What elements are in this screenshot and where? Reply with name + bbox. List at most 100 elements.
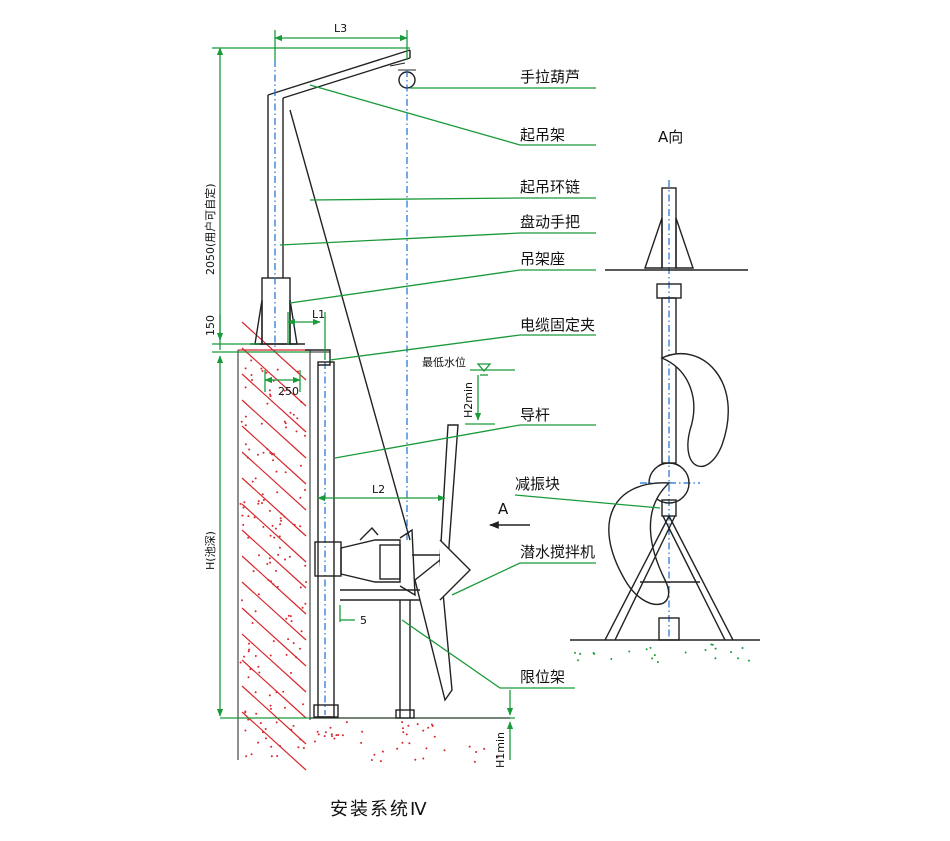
ground-dot — [651, 657, 654, 660]
ground-dot — [268, 694, 271, 697]
label-view-a: A向 — [658, 128, 683, 146]
ground-dot — [330, 733, 333, 736]
ground-dot — [276, 491, 279, 494]
ground-dot — [243, 655, 246, 658]
ground-dot — [269, 452, 272, 454]
ground-dot — [284, 422, 287, 425]
label-guide-rod: 导杆 — [520, 406, 550, 424]
ground-dot — [314, 740, 316, 743]
ground-dot — [300, 400, 303, 403]
ground-dot — [250, 753, 253, 756]
ground-dot — [401, 727, 404, 730]
dim-150: 150 — [204, 315, 217, 336]
ground-dot — [496, 756, 499, 758]
ground-dot — [282, 690, 285, 693]
hatch-line — [241, 581, 307, 641]
ground-dot — [304, 602, 307, 605]
ground-dot — [276, 368, 279, 371]
ground-dot — [345, 721, 348, 724]
dim-min-water-level: 最低水位 — [422, 355, 466, 369]
ground-dot — [279, 523, 282, 526]
ground-dot — [299, 647, 301, 650]
ground-dot — [267, 579, 270, 582]
ground-dot — [285, 653, 288, 656]
ground-dot — [427, 726, 430, 729]
ground-dot — [299, 586, 302, 589]
ground-dot — [244, 443, 247, 446]
ground-dot — [261, 502, 263, 504]
ground-dot — [295, 430, 298, 433]
dimension-lines — [212, 30, 530, 760]
hatch-line — [241, 503, 307, 563]
ground-dot — [473, 760, 476, 763]
ground-dot — [304, 564, 307, 567]
ground-dot — [247, 676, 250, 679]
ground-dot — [242, 523, 245, 526]
ground-dot — [414, 758, 417, 761]
ground-dot — [268, 509, 271, 512]
ground-dot — [714, 657, 717, 660]
label-limit-frame: 限位架 — [520, 668, 565, 686]
ground-dot — [250, 374, 253, 376]
ground-dot — [258, 671, 261, 674]
ground-dot — [649, 646, 652, 649]
lifting-frame — [250, 49, 416, 541]
ground-dot — [268, 557, 271, 560]
ground-dot — [331, 735, 333, 738]
hatch-line — [241, 607, 307, 667]
hatch-line — [241, 321, 307, 381]
ground-dot — [443, 749, 446, 752]
ground-dot — [280, 512, 283, 515]
ground-dot — [272, 453, 275, 455]
ground-dot — [283, 420, 286, 423]
ground-dot — [305, 581, 308, 583]
dim-h1min: H1min — [494, 732, 507, 768]
ground-dot — [684, 651, 687, 654]
ground-dot — [245, 755, 248, 758]
ground-dot — [254, 655, 257, 657]
ground-dot — [290, 672, 292, 674]
ground-dot — [257, 502, 260, 505]
ground-dot — [246, 456, 249, 459]
ground-dot — [283, 706, 286, 709]
hatch-line — [241, 633, 307, 693]
ground-dot — [257, 741, 260, 744]
ground-dot — [574, 651, 576, 654]
ground-dot — [285, 426, 287, 429]
ground-dot — [656, 661, 659, 663]
ground-dot — [401, 721, 404, 724]
ground-dot — [272, 583, 275, 586]
ground-dot — [317, 733, 320, 736]
ground-dot — [714, 647, 717, 650]
label-frame-base: 吊架座 — [520, 250, 565, 268]
ground-dot — [301, 606, 304, 609]
dim-2050: 2050(用户可自定) — [203, 183, 217, 275]
ground-dot — [401, 741, 404, 744]
ground-dot — [299, 464, 302, 467]
ground-dot — [300, 630, 303, 633]
ground-dot — [295, 656, 298, 659]
ground-dot — [247, 650, 250, 653]
ground-dot — [251, 379, 253, 381]
dim-pool-depth: H(池深) — [204, 531, 217, 570]
dim-l2: L2 — [372, 483, 385, 496]
ground-dot — [405, 733, 408, 736]
ground-dot — [337, 734, 340, 736]
ground-dot — [258, 554, 260, 557]
ground-dot — [373, 753, 376, 756]
ground-dot — [269, 704, 272, 707]
ground-dot — [292, 724, 295, 727]
ground-dot — [333, 737, 336, 740]
ground-dot — [276, 585, 279, 588]
ground-dot — [270, 580, 272, 583]
ground-dot — [422, 729, 425, 732]
ground-dot — [422, 757, 425, 760]
ground-dot — [249, 668, 252, 671]
ground-dot — [370, 759, 373, 761]
ground-dot — [260, 422, 263, 425]
ground-dot — [577, 659, 579, 662]
ground-dot — [293, 523, 296, 526]
ground-dot — [283, 389, 286, 392]
ground-dot — [254, 691, 257, 694]
ground-dot — [257, 453, 259, 456]
